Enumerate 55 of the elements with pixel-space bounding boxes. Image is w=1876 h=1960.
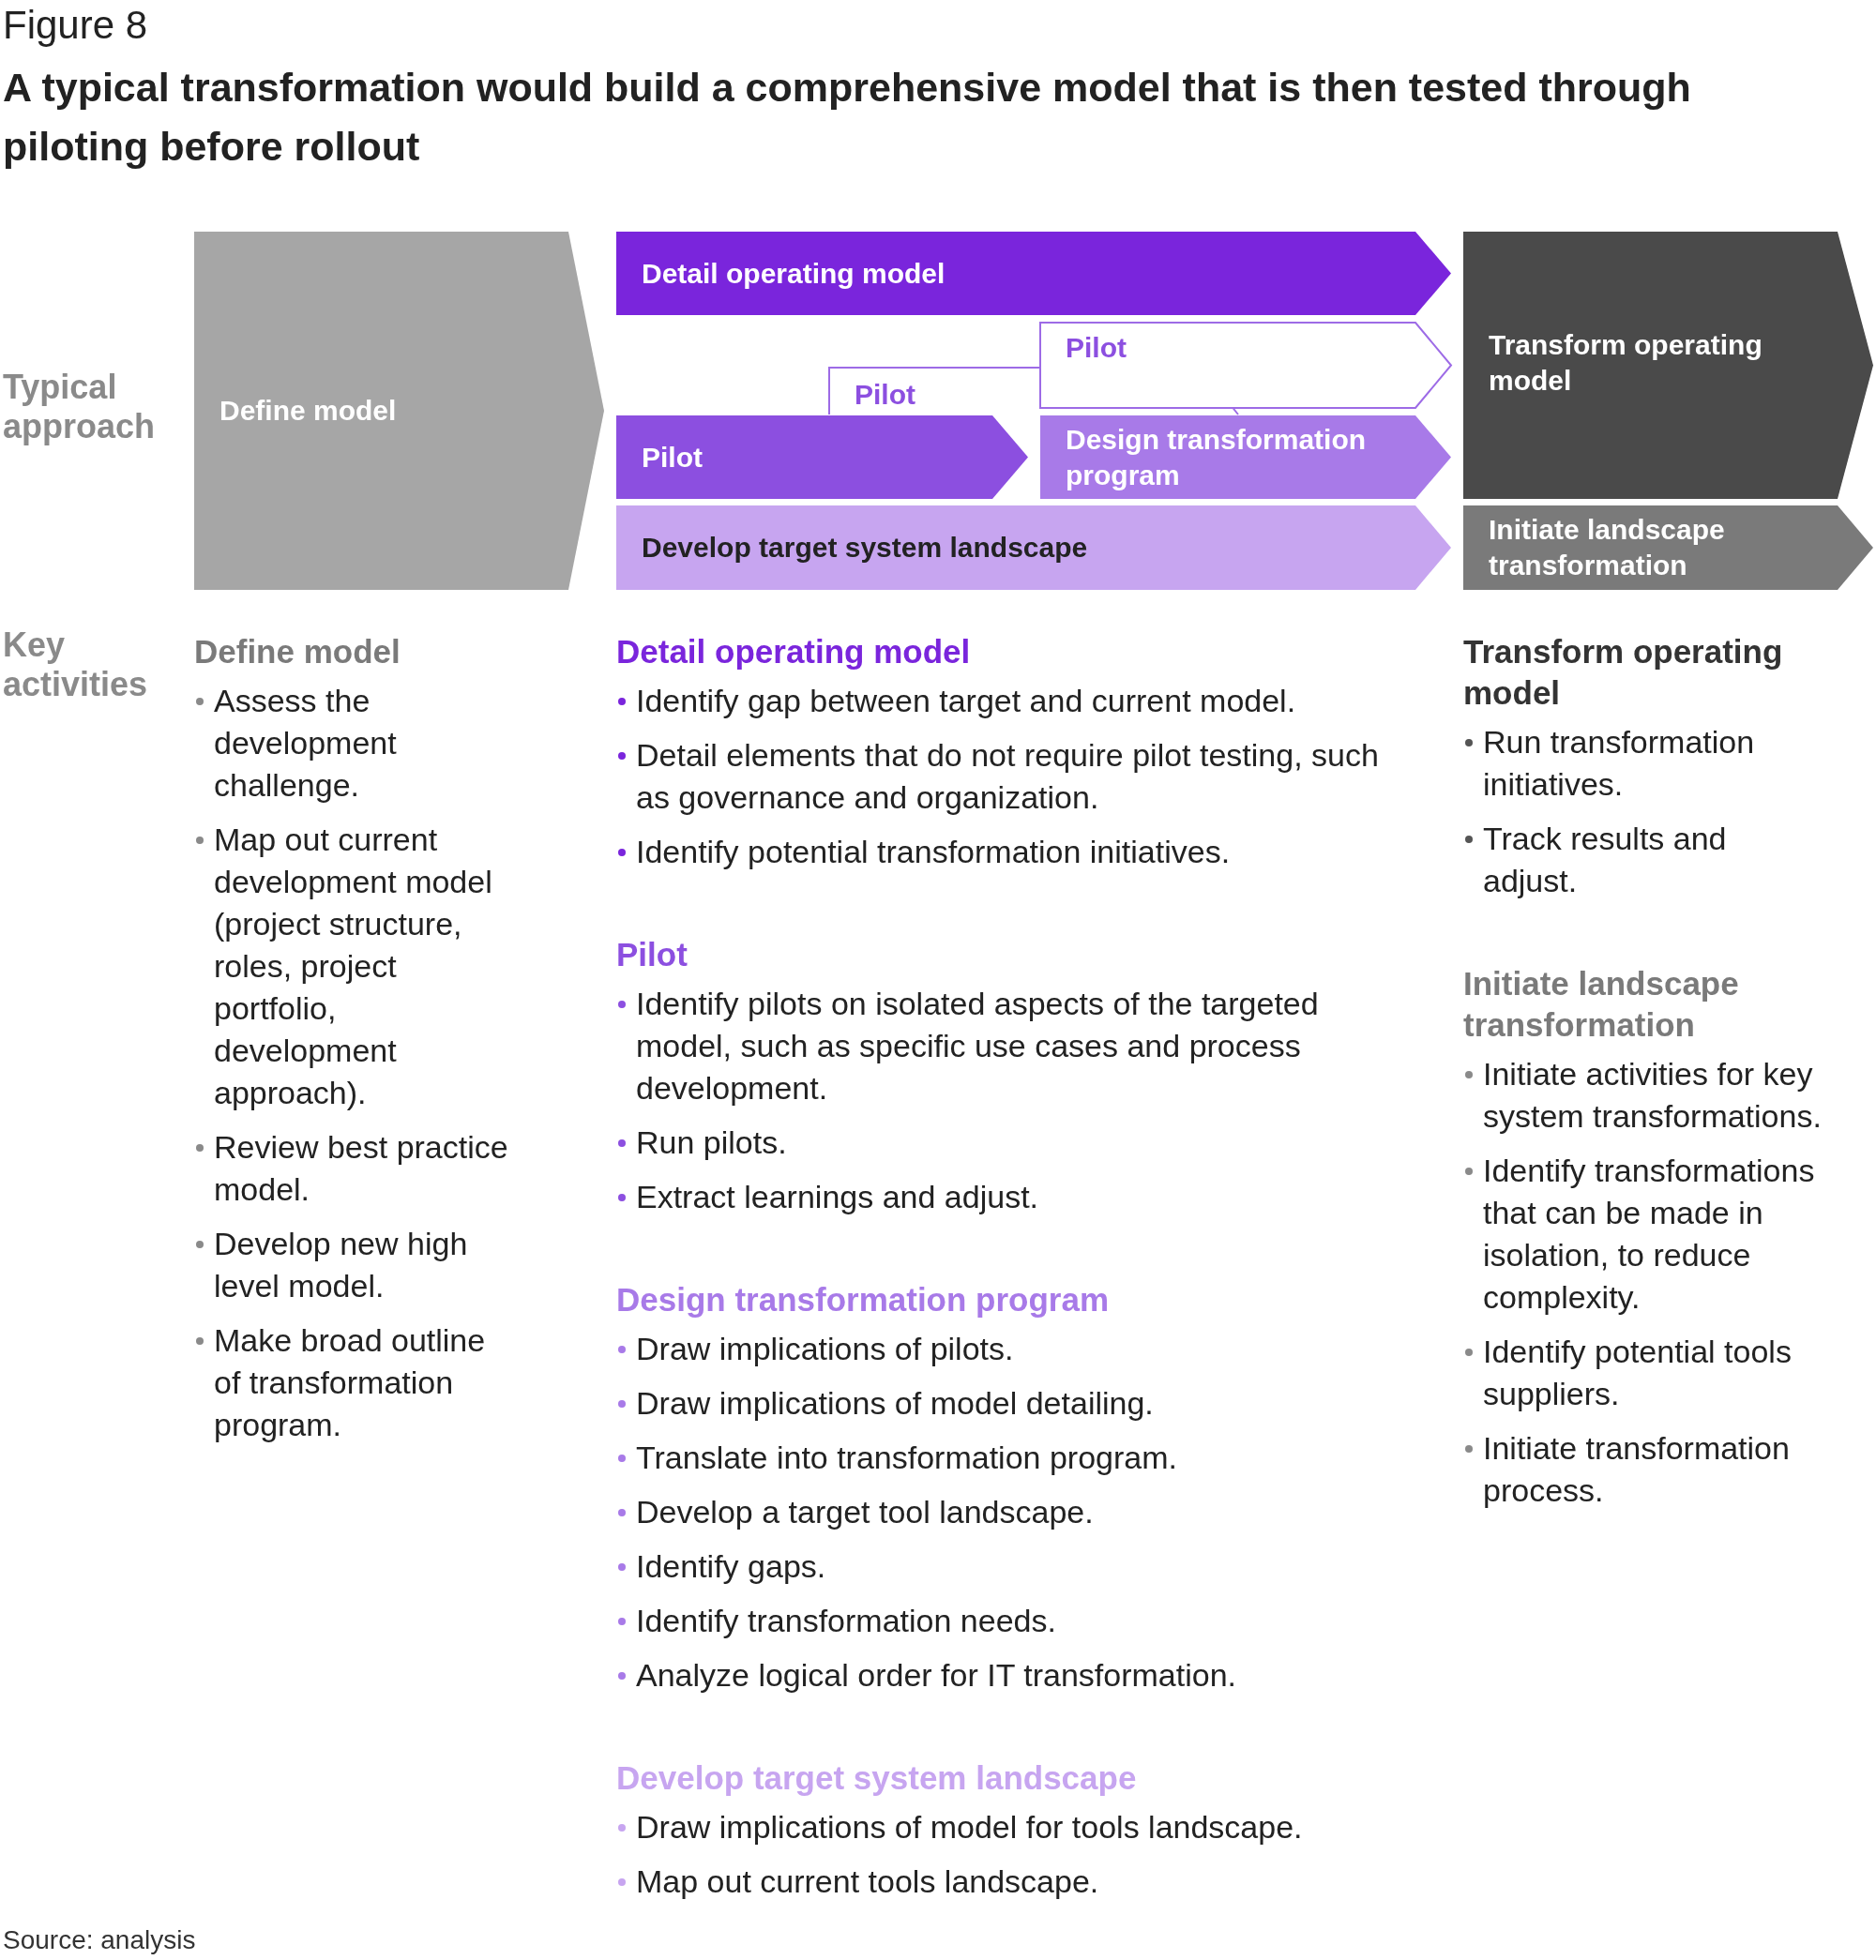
section-heading: Initiate landscape transformation <box>1463 964 1740 1045</box>
phase-label: Design transformation program <box>1066 422 1368 492</box>
bullet-text: Identify transformation needs. <box>636 1603 1056 1638</box>
section-heading: Design transformation program <box>616 1280 1111 1319</box>
bullet-text: Detail elements that do not require pilot testing, such as governance and organization. <box>636 737 1379 815</box>
bullet-text: Assess the development challenge. <box>214 683 397 803</box>
section-heading: Define model <box>194 632 401 671</box>
bullet-text: Identify transformations that can be made in isolation, to reduce complexity. <box>1483 1153 1815 1315</box>
phase-banner <box>1463 505 1873 590</box>
bullet-text: Map out current tools landscape. <box>636 1863 1099 1899</box>
bullet-text: Map out current development model (project structure, roles, project portfolio, development approach). <box>214 822 492 1110</box>
bullet-text: Make broad outline of transformation program. <box>214 1322 486 1442</box>
phase-label: Initiate landscape transformation <box>1489 513 1726 582</box>
section-heading: Transform operating model <box>1463 632 1784 713</box>
bullet-text: Identify gap between target and current model. <box>636 683 1296 718</box>
bullet-text: Draw implications of model for tools landscape. <box>636 1809 1303 1845</box>
phase-banner <box>1040 415 1451 499</box>
phase-label: Pilot <box>1066 331 1127 365</box>
section-heading: Detail operating model <box>616 632 972 671</box>
bullet-text: Run pilots. <box>636 1124 787 1160</box>
bullet-text: Identify potential tools suppliers. <box>1483 1334 1792 1411</box>
bullet-text: Develop new high level model. <box>214 1226 468 1304</box>
bullet-text: Run transformation initiatives. <box>1483 724 1755 802</box>
bullet-text: Develop a target tool landscape. <box>636 1494 1094 1530</box>
phase-banner <box>616 232 1451 315</box>
bullet-text: Extract learnings and adjust. <box>636 1179 1039 1214</box>
phase-banner <box>194 232 604 590</box>
phase-banner <box>616 415 1028 499</box>
bullet-text: Track results and adjust. <box>1483 821 1727 898</box>
bullet-text: Identify pilots on isolated aspects of the targeted model, such as specific use cases and process development. <box>636 986 1319 1106</box>
bullet-text: Draw implications of pilots. <box>636 1331 1014 1366</box>
row-label: Typical approach <box>3 368 157 446</box>
section-heading: Pilot <box>616 935 688 974</box>
row-label: Key activities <box>3 626 149 704</box>
phase-label: Define model <box>219 394 398 428</box>
bullet-text: Initiate activities for key system transformations. <box>1483 1056 1822 1134</box>
bullet-text: Review best practice model. <box>214 1129 508 1207</box>
bullet-text: Identify potential transformation initiatives. <box>636 834 1231 869</box>
phase-banner <box>1040 323 1451 408</box>
figure-title: A typical transformation would build a comprehensive model that is then tested through piloting before rollout <box>3 64 1692 171</box>
phase-banner <box>616 505 1451 590</box>
phase-banner <box>1463 232 1873 499</box>
phase-label: Detail operating model <box>642 256 946 291</box>
bullet-text: Analyze logical order for IT transformation. <box>636 1657 1236 1693</box>
phase-label: Develop target system landscape <box>642 531 1089 565</box>
source-note: Source: analysis <box>3 1924 196 1956</box>
bullet-text: Identify gaps. <box>636 1548 826 1584</box>
phase-label: Transform operating model <box>1489 328 1763 398</box>
phase-label: Pilot <box>642 440 704 475</box>
bullet-text: Translate into transformation program. <box>636 1440 1177 1475</box>
bullet-text: Draw implications of model detailing. <box>636 1385 1154 1421</box>
bullet-text: Initiate transformation process. <box>1483 1430 1790 1508</box>
figure-number: Figure 8 <box>3 2 148 49</box>
phase-label: Pilot <box>855 378 916 412</box>
section-heading: Develop target system landscape <box>616 1758 1138 1798</box>
